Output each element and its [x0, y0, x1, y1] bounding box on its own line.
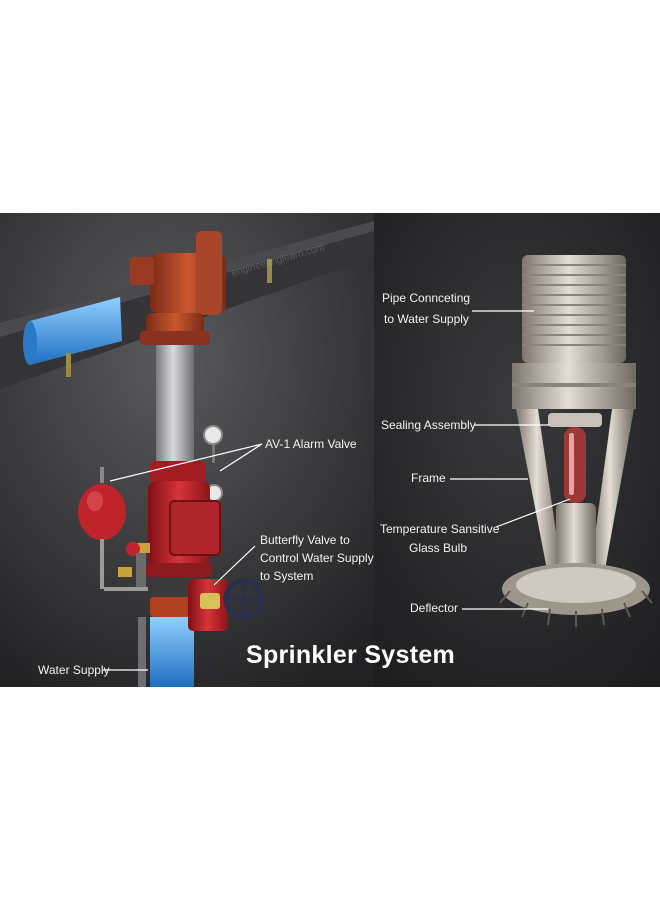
- drain-pipe: [138, 617, 146, 687]
- leader-alarm-valve-lower: [109, 443, 263, 482]
- diagram-title: Sprinkler System: [246, 641, 456, 669]
- label-glass-bulb-line1: Temperature Sansitive: [380, 522, 500, 536]
- pressure-gauge-upper: [203, 425, 223, 463]
- frame-arm-left: [516, 409, 562, 575]
- retard-chamber: [78, 467, 148, 591]
- threaded-inlet: [522, 255, 626, 363]
- hex-edge: [512, 383, 636, 387]
- deflector-top: [516, 567, 636, 603]
- trim-valves: [118, 542, 150, 587]
- label-butterfly-valve-line1: Butterfly Valve to: [260, 533, 350, 547]
- label-pipe-connecting-line2: to Water Supply: [384, 312, 469, 326]
- glass-bulb: [564, 427, 586, 503]
- leader-butterfly-valve: [213, 545, 256, 586]
- water-supply-pipe: [150, 617, 194, 687]
- leader-glass-bulb: [495, 498, 571, 528]
- frame-arm-right: [590, 409, 634, 575]
- tee-fitting: [130, 231, 226, 345]
- label-pipe-connecting-line1: Pipe Connceting: [382, 291, 471, 305]
- label-glass-bulb-line2: Glass Bulb: [408, 541, 468, 555]
- label-water-supply: Water Supply: [38, 663, 110, 677]
- label-frame: Frame: [411, 471, 446, 485]
- leader-lines-left: [103, 443, 263, 671]
- alarm-valve: [146, 461, 221, 577]
- leader-alarm-valve-upper: [219, 443, 263, 472]
- deflector-slots: [499, 590, 653, 627]
- butterfly-valve: [188, 578, 265, 631]
- leader-lines-right: [450, 310, 571, 610]
- riser-pipe: [156, 345, 194, 473]
- bulb-highlight: [569, 433, 574, 495]
- label-butterfly-valve-line3: to System: [260, 569, 314, 583]
- sprinkler-diagram: engineeringlearn.com AV-1 Alarm Valve Bu…: [0, 213, 660, 687]
- label-butterfly-valve-line2: Control Water Supply: [260, 551, 374, 565]
- label-deflector: Deflector: [410, 601, 459, 615]
- thread-lines: [522, 264, 626, 346]
- label-alarm-valve: AV-1 Alarm Valve: [265, 437, 357, 451]
- deflector-hub: [556, 503, 596, 581]
- sealing-cap: [548, 413, 602, 427]
- sprinkler-head: [499, 255, 653, 627]
- lower-coupling-flange: [150, 597, 194, 617]
- label-sealing-assembly: Sealing Assembly: [381, 418, 476, 432]
- diagram-graphic: [0, 213, 660, 687]
